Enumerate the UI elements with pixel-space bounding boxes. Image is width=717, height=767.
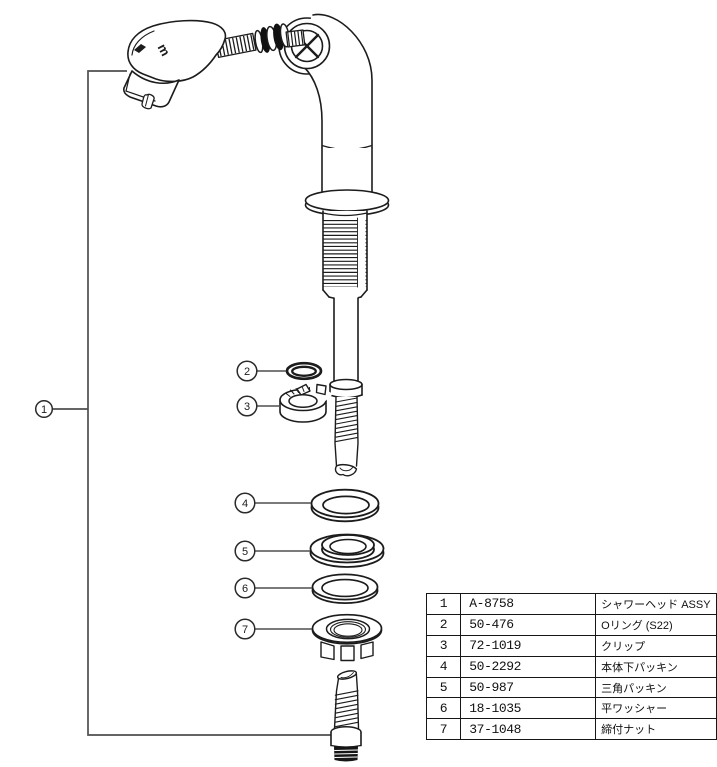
upper-hose bbox=[214, 23, 306, 58]
shower-head-button bbox=[141, 93, 155, 110]
parts-table: 1 A-8758 シャワーヘッド ASSY 2 50-476 Oリング (S22… bbox=[425, 593, 717, 741]
triangle-packing bbox=[309, 533, 385, 568]
part-name-cell: 三角パッキン bbox=[595, 676, 717, 699]
part-number-cell: 2 bbox=[425, 613, 462, 636]
callout-3-circle bbox=[236, 395, 258, 417]
part-name-cell: 本体下パッキン bbox=[595, 655, 717, 678]
body-lower-packing bbox=[310, 488, 380, 523]
callout-1-circle bbox=[34, 399, 54, 419]
table-row: 1 A-8758 シャワーヘッド ASSY bbox=[425, 593, 717, 615]
part-code-cell: 37-1048 bbox=[460, 718, 597, 741]
callout-2-number: 2 bbox=[244, 366, 250, 378]
part-number-cell: 7 bbox=[425, 718, 462, 741]
part-number-cell: 4 bbox=[425, 655, 462, 678]
callout-7-number: 7 bbox=[242, 624, 248, 636]
callout-4-circle bbox=[234, 492, 256, 514]
lower-hose bbox=[329, 378, 363, 477]
o-ring bbox=[285, 361, 323, 381]
mounting-flange bbox=[304, 189, 390, 217]
part-code-cell: 50-2292 bbox=[460, 655, 597, 678]
table-row: 4 50-2292 本体下パッキン bbox=[425, 655, 717, 678]
callout-7-circle bbox=[234, 618, 256, 640]
flat-washer bbox=[311, 573, 379, 605]
callouts: 1 2 3 4 5 6 7 bbox=[34, 360, 312, 640]
callout-5-number: 5 bbox=[242, 546, 248, 558]
shank-pipe bbox=[333, 297, 359, 383]
supply-hose-tail bbox=[330, 670, 362, 762]
part-name-cell: Oリング (S22) bbox=[595, 613, 717, 636]
part-code-cell: 18-1035 bbox=[460, 697, 597, 720]
part-number-cell: 5 bbox=[425, 676, 462, 699]
table-row: 6 18-1035 平ワッシャー bbox=[425, 697, 717, 720]
part-number-cell: 6 bbox=[425, 697, 462, 720]
shower-head: m bbox=[123, 19, 227, 110]
part-number-cell: 3 bbox=[425, 634, 462, 657]
callout-1-bracket bbox=[52, 70, 333, 736]
callout-2-circle bbox=[236, 360, 258, 382]
callout-6-circle bbox=[234, 577, 256, 599]
part-code-cell: 50-476 bbox=[460, 613, 597, 636]
table-row: 7 37-1048 締付ナット bbox=[425, 718, 717, 741]
callout-6-number: 6 bbox=[242, 583, 248, 595]
clip bbox=[279, 383, 333, 423]
part-name-cell: 締付ナット bbox=[595, 718, 717, 741]
callout-5-circle bbox=[234, 540, 256, 562]
callout-1-number: 1 bbox=[41, 404, 47, 416]
part-code-cell: 50-987 bbox=[460, 676, 597, 699]
gooseneck-spout bbox=[278, 12, 373, 151]
part-name-cell: クリップ bbox=[595, 634, 717, 657]
part-code-cell: 72-1019 bbox=[460, 634, 597, 657]
part-name-cell: 平ワッシャー bbox=[595, 697, 717, 720]
body-pipe bbox=[321, 147, 373, 197]
table-row: 5 50-987 三角パッキン bbox=[425, 676, 717, 699]
threaded-body bbox=[322, 210, 368, 301]
table-row: 2 50-476 Oリング (S22) bbox=[425, 613, 717, 636]
part-code-cell: A-8758 bbox=[460, 593, 597, 615]
locking-nut bbox=[311, 613, 383, 662]
callout-3-number: 3 bbox=[244, 401, 250, 413]
spray-slit-mark bbox=[134, 44, 146, 53]
table-row: 3 72-1019 クリップ bbox=[425, 634, 717, 657]
hose-coupling bbox=[254, 23, 290, 54]
part-number-cell: 1 bbox=[425, 593, 462, 615]
callout-4-number: 4 bbox=[242, 498, 248, 510]
part-name-cell: シャワーヘッド ASSY bbox=[595, 593, 717, 615]
